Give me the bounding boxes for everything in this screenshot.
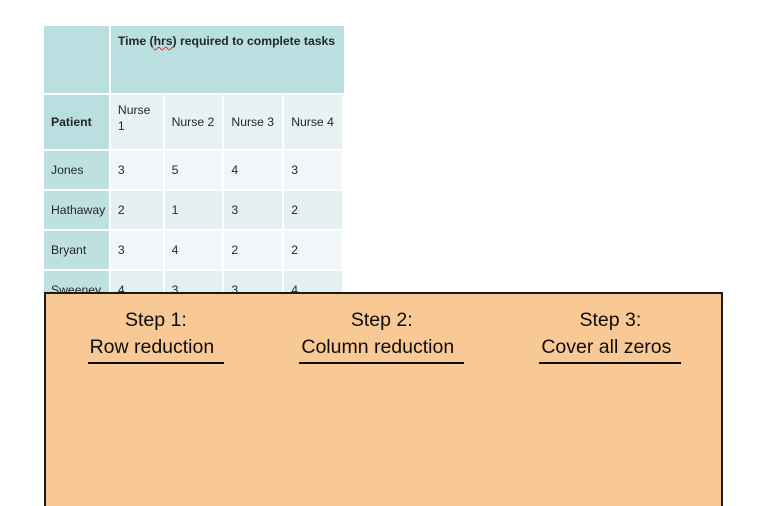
table-header-row: Patient Nurse 1 Nurse 2 Nurse 3 Nurse 4	[44, 95, 344, 151]
cell-hathaway-nurse-2: 1	[164, 191, 225, 231]
table-corner-cell	[44, 26, 111, 95]
table-row: Jones 3 5 4 3	[44, 151, 344, 191]
column-header-patient: Patient	[44, 95, 111, 151]
cell-jones-nurse-3: 4	[224, 151, 285, 191]
cell-hathaway-nurse-4: 2	[284, 191, 344, 231]
step-2-label: Column reduction	[299, 335, 465, 365]
step-3-title: Step 3:	[579, 309, 642, 331]
cell-bryant-nurse-4: 2	[284, 231, 344, 271]
cell-hathaway-nurse-3: 3	[224, 191, 285, 231]
column-header-nurse-4: Nurse 4	[284, 95, 344, 151]
steps-heading-row: Step 1: Row reduction Step 2: Column red…	[46, 308, 721, 365]
table-title-row: Time (hrs) required to complete tasks	[44, 26, 344, 95]
cell-jones-nurse-1: 3	[110, 151, 165, 191]
cell-bryant-nurse-2: 4	[164, 231, 225, 271]
table-title-cell: Time (hrs) required to complete tasks	[110, 26, 344, 95]
row-label-bryant: Bryant	[44, 231, 111, 271]
step-1-block: Step 1: Row reduction	[87, 308, 225, 365]
step-3-label: Cover all zeros	[539, 335, 682, 365]
column-header-nurse-3: Nurse 3	[224, 95, 285, 151]
table-row: Bryant 3 4 2 2	[44, 231, 344, 271]
cell-jones-nurse-4: 3	[284, 151, 344, 191]
cell-jones-nurse-2: 5	[164, 151, 225, 191]
cell-bryant-nurse-1: 3	[110, 231, 165, 271]
steps-workspace-panel: Step 1: Row reduction Step 2: Column red…	[44, 292, 723, 506]
step-2-block: Step 2: Column reduction	[299, 308, 465, 365]
step-1-title: Step 1:	[124, 309, 187, 331]
table-title-before: Time (	[117, 34, 154, 48]
step-3-block: Step 3: Cover all zeros	[539, 308, 682, 365]
column-header-nurse-2: Nurse 2	[164, 95, 225, 151]
table-row: Hathaway 2 1 3 2	[44, 191, 344, 231]
table-title-after: ) required to complete tasks	[172, 34, 336, 48]
cell-hathaway-nurse-1: 2	[110, 191, 165, 231]
assignment-cost-table: Time (hrs) required to complete tasks Pa…	[44, 26, 344, 311]
step-1-label: Row reduction	[87, 335, 225, 365]
cell-bryant-nurse-3: 2	[224, 231, 285, 271]
spellcheck-word-hrs: hrs	[153, 34, 173, 48]
step-2-title: Step 2:	[350, 309, 413, 331]
row-label-hathaway: Hathaway	[44, 191, 111, 231]
column-header-nurse-1: Nurse 1	[110, 95, 165, 151]
row-label-jones: Jones	[44, 151, 111, 191]
